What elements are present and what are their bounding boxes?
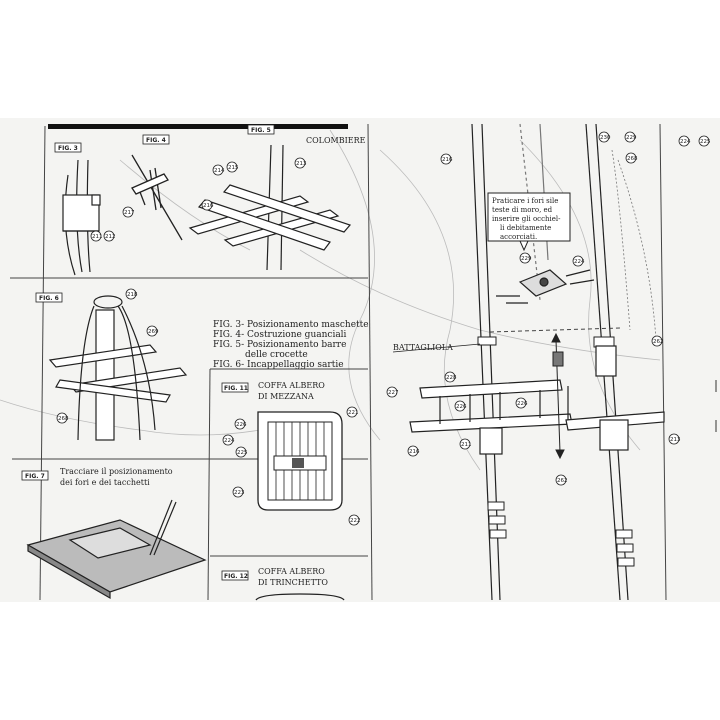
callout-216: 216 (203, 203, 214, 209)
note-line-4: li debitamente (500, 224, 551, 232)
coffa-mezzana-1: COFFA ALBERO (258, 381, 325, 390)
callout-224-right: 224 (680, 139, 691, 145)
callout-225: 225 (237, 450, 248, 456)
callout-222: 222 (350, 518, 361, 524)
note-line-2: teste di moro, ed (492, 206, 553, 214)
callout-269: 269 (148, 329, 159, 335)
legend: FIG. 3- Posizionamento maschette FIG. 4-… (213, 320, 369, 370)
callout-216-mast: 216 (442, 157, 453, 163)
fig11-tag (221, 382, 249, 393)
coffa-trinchetto-1: COFFA ALBERO (258, 567, 325, 576)
fig4-tag (142, 134, 170, 145)
note-line-1: Praticare i fori sile (492, 197, 558, 205)
legend-line-5: FIG. 6- Incappellaggio sartie (213, 360, 344, 370)
callout-211: 211 (92, 234, 103, 240)
fig7-panel: FIG. 7 Tracciare il posizionamento dei f… (21, 467, 207, 600)
fig7-label: FIG. 7 (25, 473, 45, 480)
fig12-label: FIG. 12 (224, 573, 248, 580)
callout-221: 221 (348, 410, 359, 416)
callout-268: 268 (58, 416, 69, 422)
callout-225-right: 225 (700, 139, 711, 145)
fig3-panel: FIG. 3 211 212 (54, 142, 116, 276)
callout-224-note: 224 (574, 259, 585, 265)
fig6-tag (35, 292, 63, 303)
note-line-3: inserire gli occhiel- (492, 215, 561, 223)
note-line-5: accorciati. (500, 233, 537, 241)
fig3-callouts: 211 212 (90, 230, 116, 242)
callout-226-fig11: 226 (236, 422, 247, 428)
legend-line-4: delle crocette (245, 350, 308, 360)
battagliola-label: BATTAGLIOLA (393, 343, 453, 352)
callout-262: 262 (653, 339, 664, 345)
fig6-label: FIG. 6 (39, 295, 59, 302)
callout-216-top: 216 (409, 449, 420, 455)
mast-callouts: 216 230 229 268 224 225 229 224 262 228 (386, 131, 711, 486)
fig6-panel: FIG. 6 218 269 268 (35, 288, 188, 441)
fig5-panel: FIG. 5 COLOMBIERE 214 215 213 216 (188, 124, 366, 271)
note-text: Praticare i fori sile teste di moro, ed … (492, 197, 561, 241)
fig5-label: FIG. 5 (251, 127, 271, 134)
callout-213-fig5: 213 (296, 161, 307, 167)
callout-214: 214 (214, 168, 225, 174)
callout-262-bottom: 262 (557, 478, 568, 484)
coffa-trinchetto-2: DI TRINCHETTO (258, 578, 328, 587)
fig4-label: FIG. 4 (146, 137, 166, 144)
colombiere-label: COLOMBIERE (306, 136, 366, 145)
fig11-label: FIG. 11 (224, 385, 248, 392)
fig7-text-2: dei fori e dei tacchetti (60, 478, 150, 487)
callout-229-note: 229 (521, 256, 532, 262)
legend-line-1: FIG. 3- Posizionamento maschette (213, 320, 369, 330)
callout-227: 227 (388, 390, 399, 396)
top-rule (48, 124, 348, 129)
callout-211-top: 211 (461, 442, 472, 448)
callout-226-mast: 226 (456, 404, 467, 410)
fig3-tag (54, 142, 82, 153)
fig12-panel: FIG. 12 COFFA ALBERO DI TRINCHETTO (221, 567, 345, 601)
callout-229: 229 (626, 135, 637, 141)
callout-213-top: 213 (670, 437, 681, 443)
fig11-panel: FIG. 11 COFFA ALBERO DI MEZZANA 221 226 … (221, 381, 361, 526)
callout-224: 224 (224, 438, 235, 444)
callout-217: 217 (124, 210, 135, 216)
callout-212: 212 (105, 234, 116, 240)
mast-drawing: Praticare i fori sile teste di moro, ed … (386, 123, 711, 601)
callout-218: 218 (127, 292, 138, 298)
callout-223: 223 (234, 490, 245, 496)
fig3-label: FIG. 3 (58, 145, 78, 152)
callout-226-mast-2: 226 (517, 401, 528, 407)
callout-228: 228 (446, 375, 457, 381)
coffa-mezzana-2: DI MEZZANA (258, 392, 314, 401)
fig5-tag (247, 124, 275, 135)
fig7-tag (21, 470, 49, 481)
callout-268-mast: 268 (627, 156, 638, 162)
fig7-text-1: Tracciare il posizionamento (60, 467, 173, 476)
legend-line-2: FIG. 4- Costruzione guanciali (213, 330, 347, 340)
callout-230: 230 (600, 135, 611, 141)
fig12-tag (221, 570, 249, 581)
fig4-panel: FIG. 4 217 (122, 134, 183, 241)
note-box (487, 192, 571, 242)
legend-line-3: FIG. 5- Posizionamento barre (213, 340, 346, 350)
callout-215: 215 (228, 165, 239, 171)
